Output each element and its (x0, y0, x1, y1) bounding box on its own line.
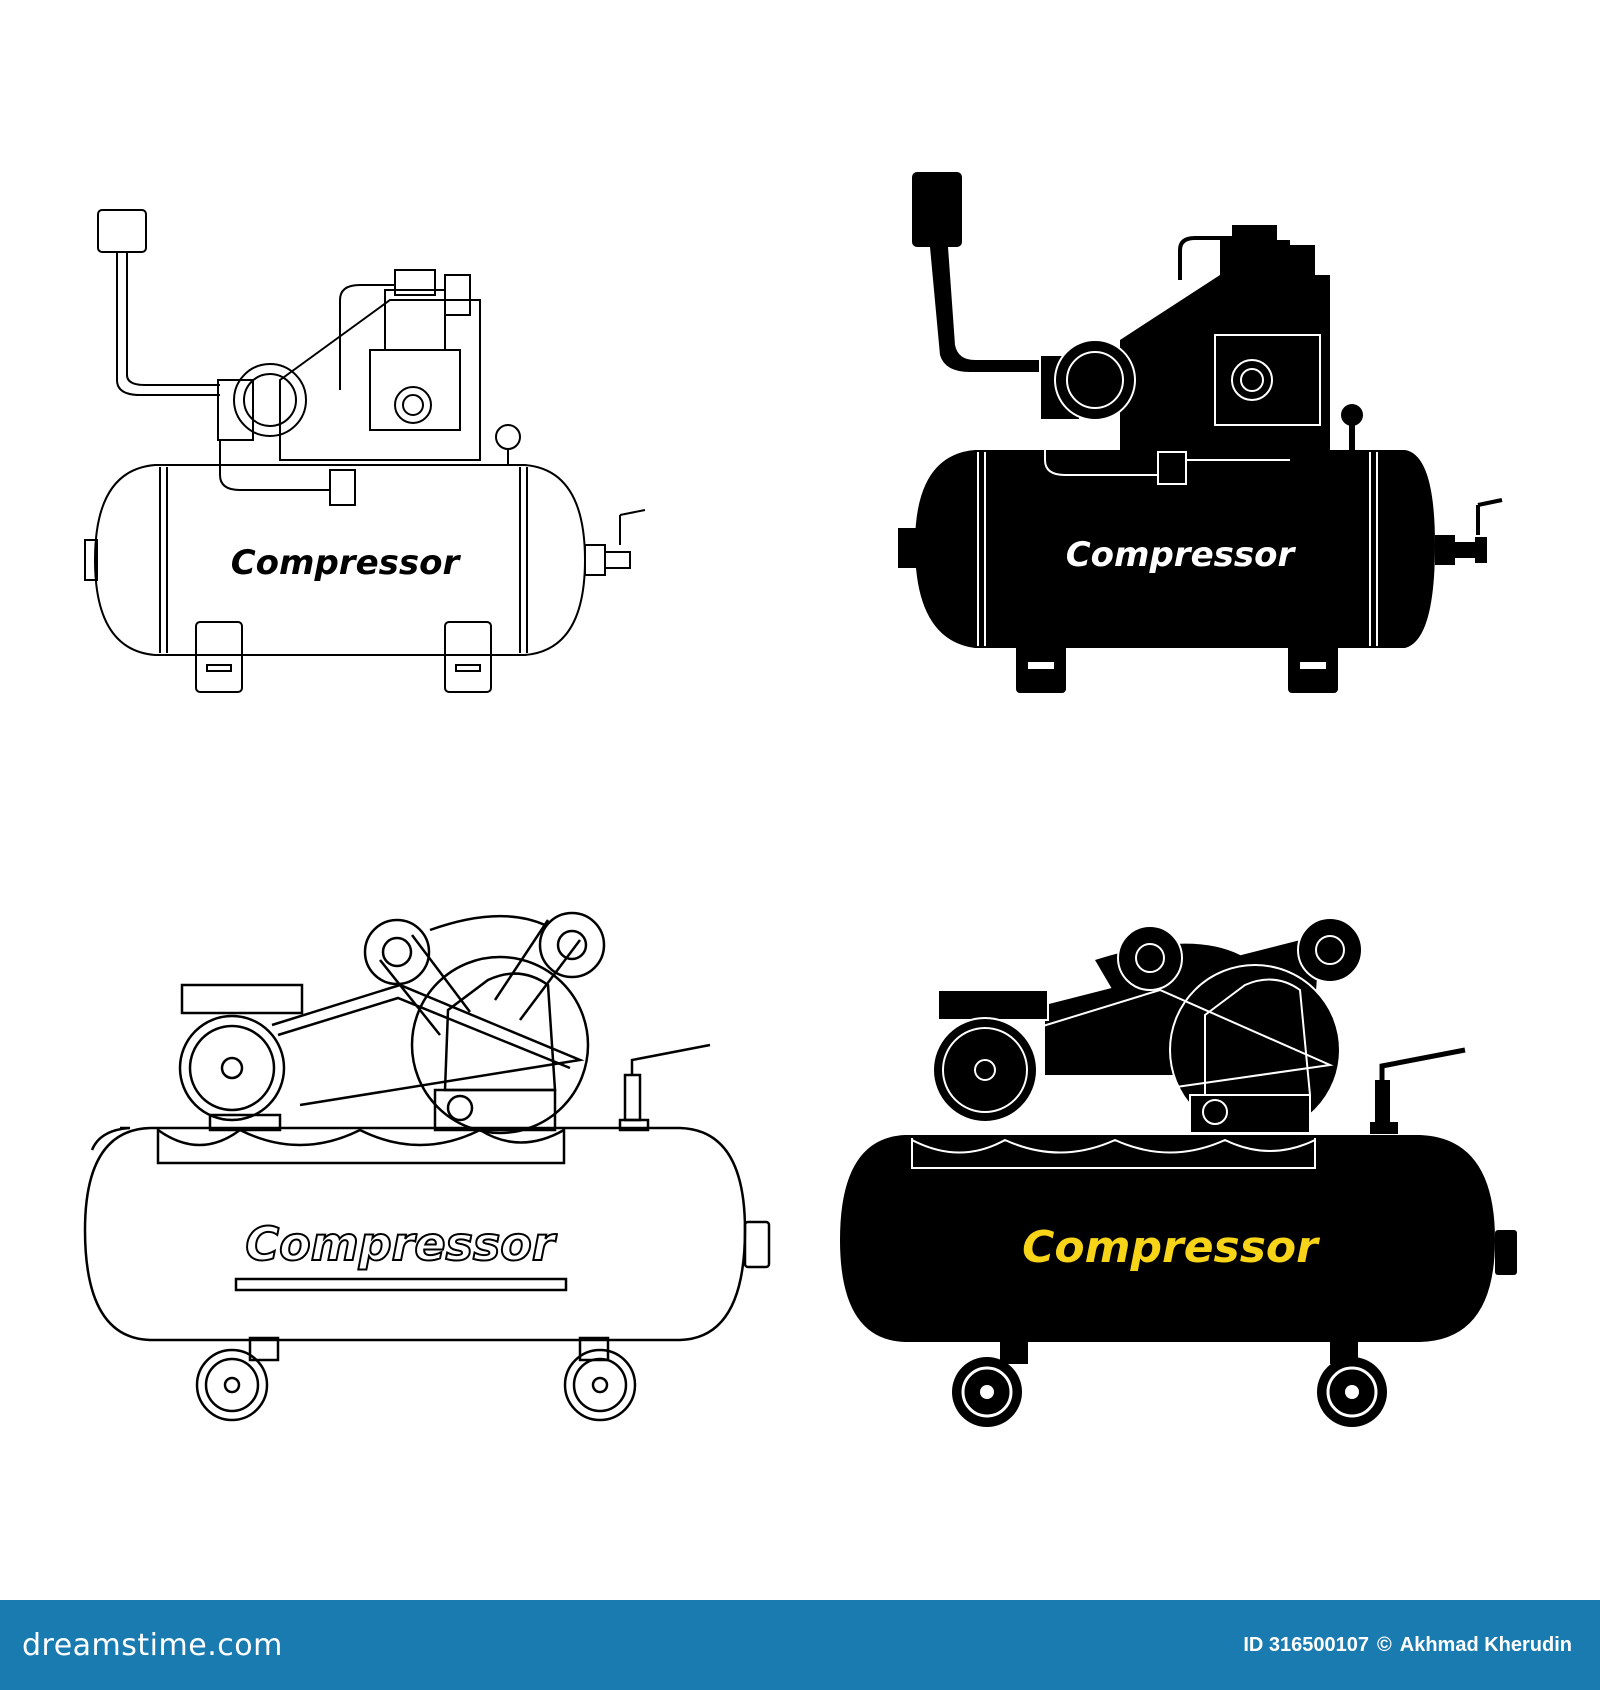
compressor-label-4: Compressor (1022, 1222, 1320, 1273)
compressor-label-3: Compressor (245, 1217, 557, 1271)
compressor-solid-2 (840, 917, 1517, 1427)
footer-bar: dreamstime.com ID 316500107 © Akhmad Khe… (0, 1600, 1600, 1690)
illustration-sheet: Compressor Compressor (83, 172, 1517, 1427)
compressor-outline-1 (84, 209, 646, 693)
compressor-label-1: Compressor (231, 543, 462, 583)
brand-logo-text[interactable]: dreamstime.com (22, 1627, 283, 1663)
copyright-icon: © (1377, 1633, 1392, 1656)
compressor-label-2: Compressor (1066, 535, 1297, 575)
compressor-solid-1 (898, 172, 1503, 693)
author-name[interactable]: Akhmad Kherudin (1399, 1633, 1572, 1656)
compressor-outline-2 (83, 911, 771, 1422)
image-id: ID 316500107 (1243, 1633, 1369, 1656)
image-credit: ID 316500107 © Akhmad Kherudin (1243, 1634, 1572, 1657)
